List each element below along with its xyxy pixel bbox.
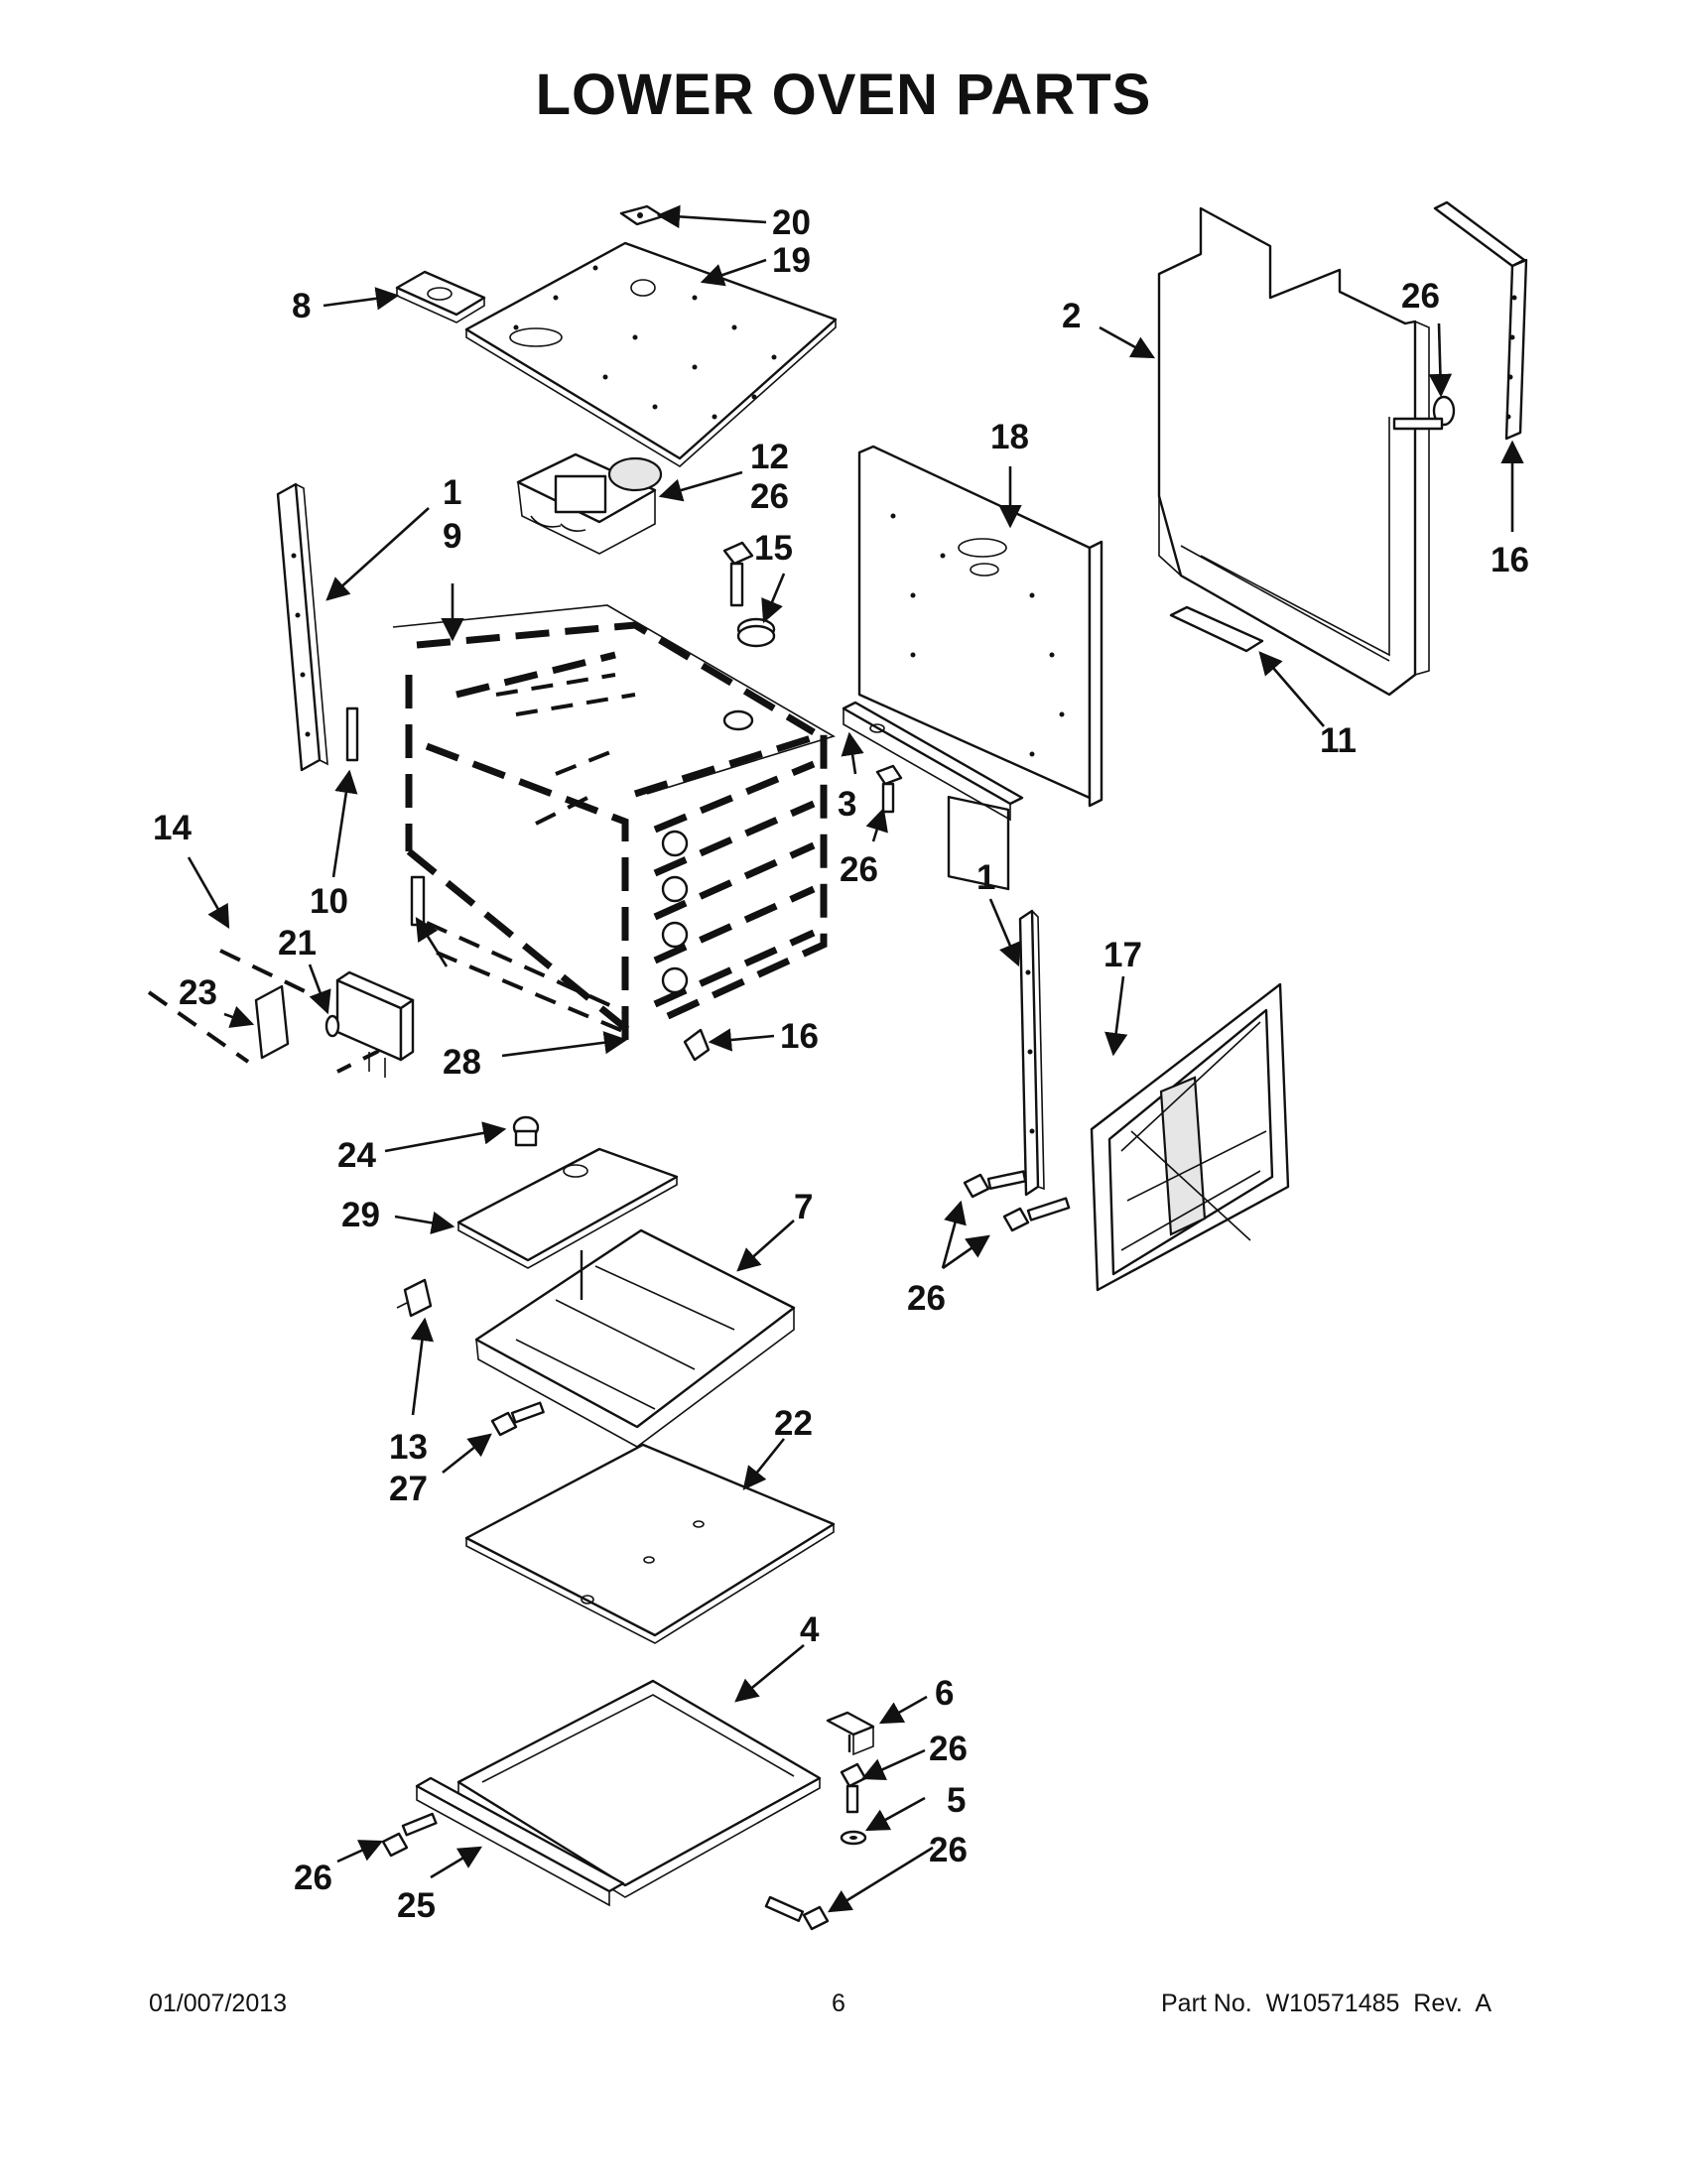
part-2-outer-wrap [1157, 206, 1430, 697]
part-26-screw [875, 764, 903, 814]
callout-27: 27 [389, 1470, 428, 1508]
callout-1: 1 [976, 858, 995, 897]
part-27-screw [490, 1401, 545, 1437]
callout-26: 26 [907, 1279, 946, 1318]
callout-25: 25 [397, 1886, 436, 1925]
callout-28: 28 [443, 1043, 481, 1082]
callout-26: 26 [294, 1859, 332, 1897]
callout-16: 16 [1491, 541, 1529, 579]
part-26-screw [1392, 395, 1456, 431]
part-10-strip [345, 707, 359, 762]
callout-1: 1 [443, 473, 461, 512]
callout-labels: 20 19 8 2 26 18 12 26 15 1 9 16 11 3 26 … [153, 203, 1529, 1925]
callout-26: 26 [840, 850, 878, 889]
leader-lines [187, 204, 1524, 1913]
part-1-side-rail-left [276, 482, 328, 772]
callout-15: 15 [754, 529, 793, 568]
part-20-plate [619, 204, 665, 226]
callout-17: 17 [1103, 936, 1142, 974]
part-26-screw [840, 1762, 867, 1814]
part-19-top-panel [464, 241, 838, 467]
callout-18: 18 [990, 418, 1029, 456]
callout-10: 10 [310, 882, 348, 921]
part-12-fan-assembly [516, 452, 663, 555]
part-26-screw [1002, 1197, 1071, 1232]
callout-21: 21 [278, 924, 317, 963]
part-1-side-rail-right [1018, 909, 1045, 1197]
part-16-clip [683, 1028, 711, 1062]
callout-3: 3 [838, 785, 856, 824]
callout-26: 26 [1401, 277, 1440, 316]
callout-19: 19 [772, 241, 811, 280]
part-18-rear-panel [857, 445, 1103, 891]
callout-11: 11 [1320, 721, 1357, 760]
callout-23: 23 [179, 973, 217, 1012]
callout-16: 16 [780, 1017, 819, 1056]
part-25-front-rail [415, 1776, 625, 1907]
part-24-knob [512, 1115, 540, 1147]
part-16-bracket [1433, 200, 1528, 441]
callout-8: 8 [292, 287, 311, 325]
callout-9: 9 [443, 517, 461, 556]
part-14-control-housing [147, 949, 415, 1078]
part-26-screw [764, 1895, 830, 1931]
part-26-screw [381, 1812, 438, 1858]
callout-12: 12 [750, 438, 789, 476]
part-7-bottom-tray [474, 1228, 796, 1448]
callout-14: 14 [153, 809, 192, 847]
part-26-screw [963, 1170, 1027, 1199]
part-29-bracket [456, 1147, 679, 1269]
callout-29: 29 [341, 1196, 380, 1234]
part-15-gasket-ring [736, 617, 776, 648]
part-11-strip [1169, 605, 1264, 653]
callout-26: 26 [929, 1831, 968, 1869]
callout-4: 4 [800, 1610, 820, 1649]
callout-5: 5 [947, 1781, 966, 1820]
footer-date: 01/007/2013 [149, 1990, 288, 2017]
part-13-terminal-block [396, 1278, 433, 1318]
footer-part-number: Part No. W10571485 Rev. A [1161, 1990, 1492, 2017]
part-21-switch [324, 1014, 340, 1038]
callout-26: 26 [929, 1730, 968, 1768]
callout-7: 7 [794, 1188, 813, 1226]
part-8-bracket [395, 270, 486, 323]
callout-6: 6 [935, 1674, 954, 1713]
part-5-washer [840, 1830, 867, 1846]
callout-26: 26 [750, 477, 789, 516]
part-6-bracket [826, 1711, 875, 1756]
part-9-oven-cavity [392, 604, 836, 1042]
part-4-base-frame [456, 1679, 822, 1898]
part-17-rack-frame [1090, 982, 1290, 1292]
footer-page-number: 6 [832, 1990, 845, 2017]
part-22-bottom-panel [464, 1443, 836, 1644]
callout-24: 24 [337, 1136, 376, 1175]
callout-20: 20 [772, 203, 811, 242]
part-3-strip [842, 701, 1024, 822]
callout-2: 2 [1062, 297, 1081, 335]
part-26-screw [722, 541, 754, 607]
callout-13: 13 [389, 1428, 428, 1467]
callout-22: 22 [774, 1404, 813, 1443]
page-title: LOWER OVEN PARTS [535, 63, 1152, 127]
